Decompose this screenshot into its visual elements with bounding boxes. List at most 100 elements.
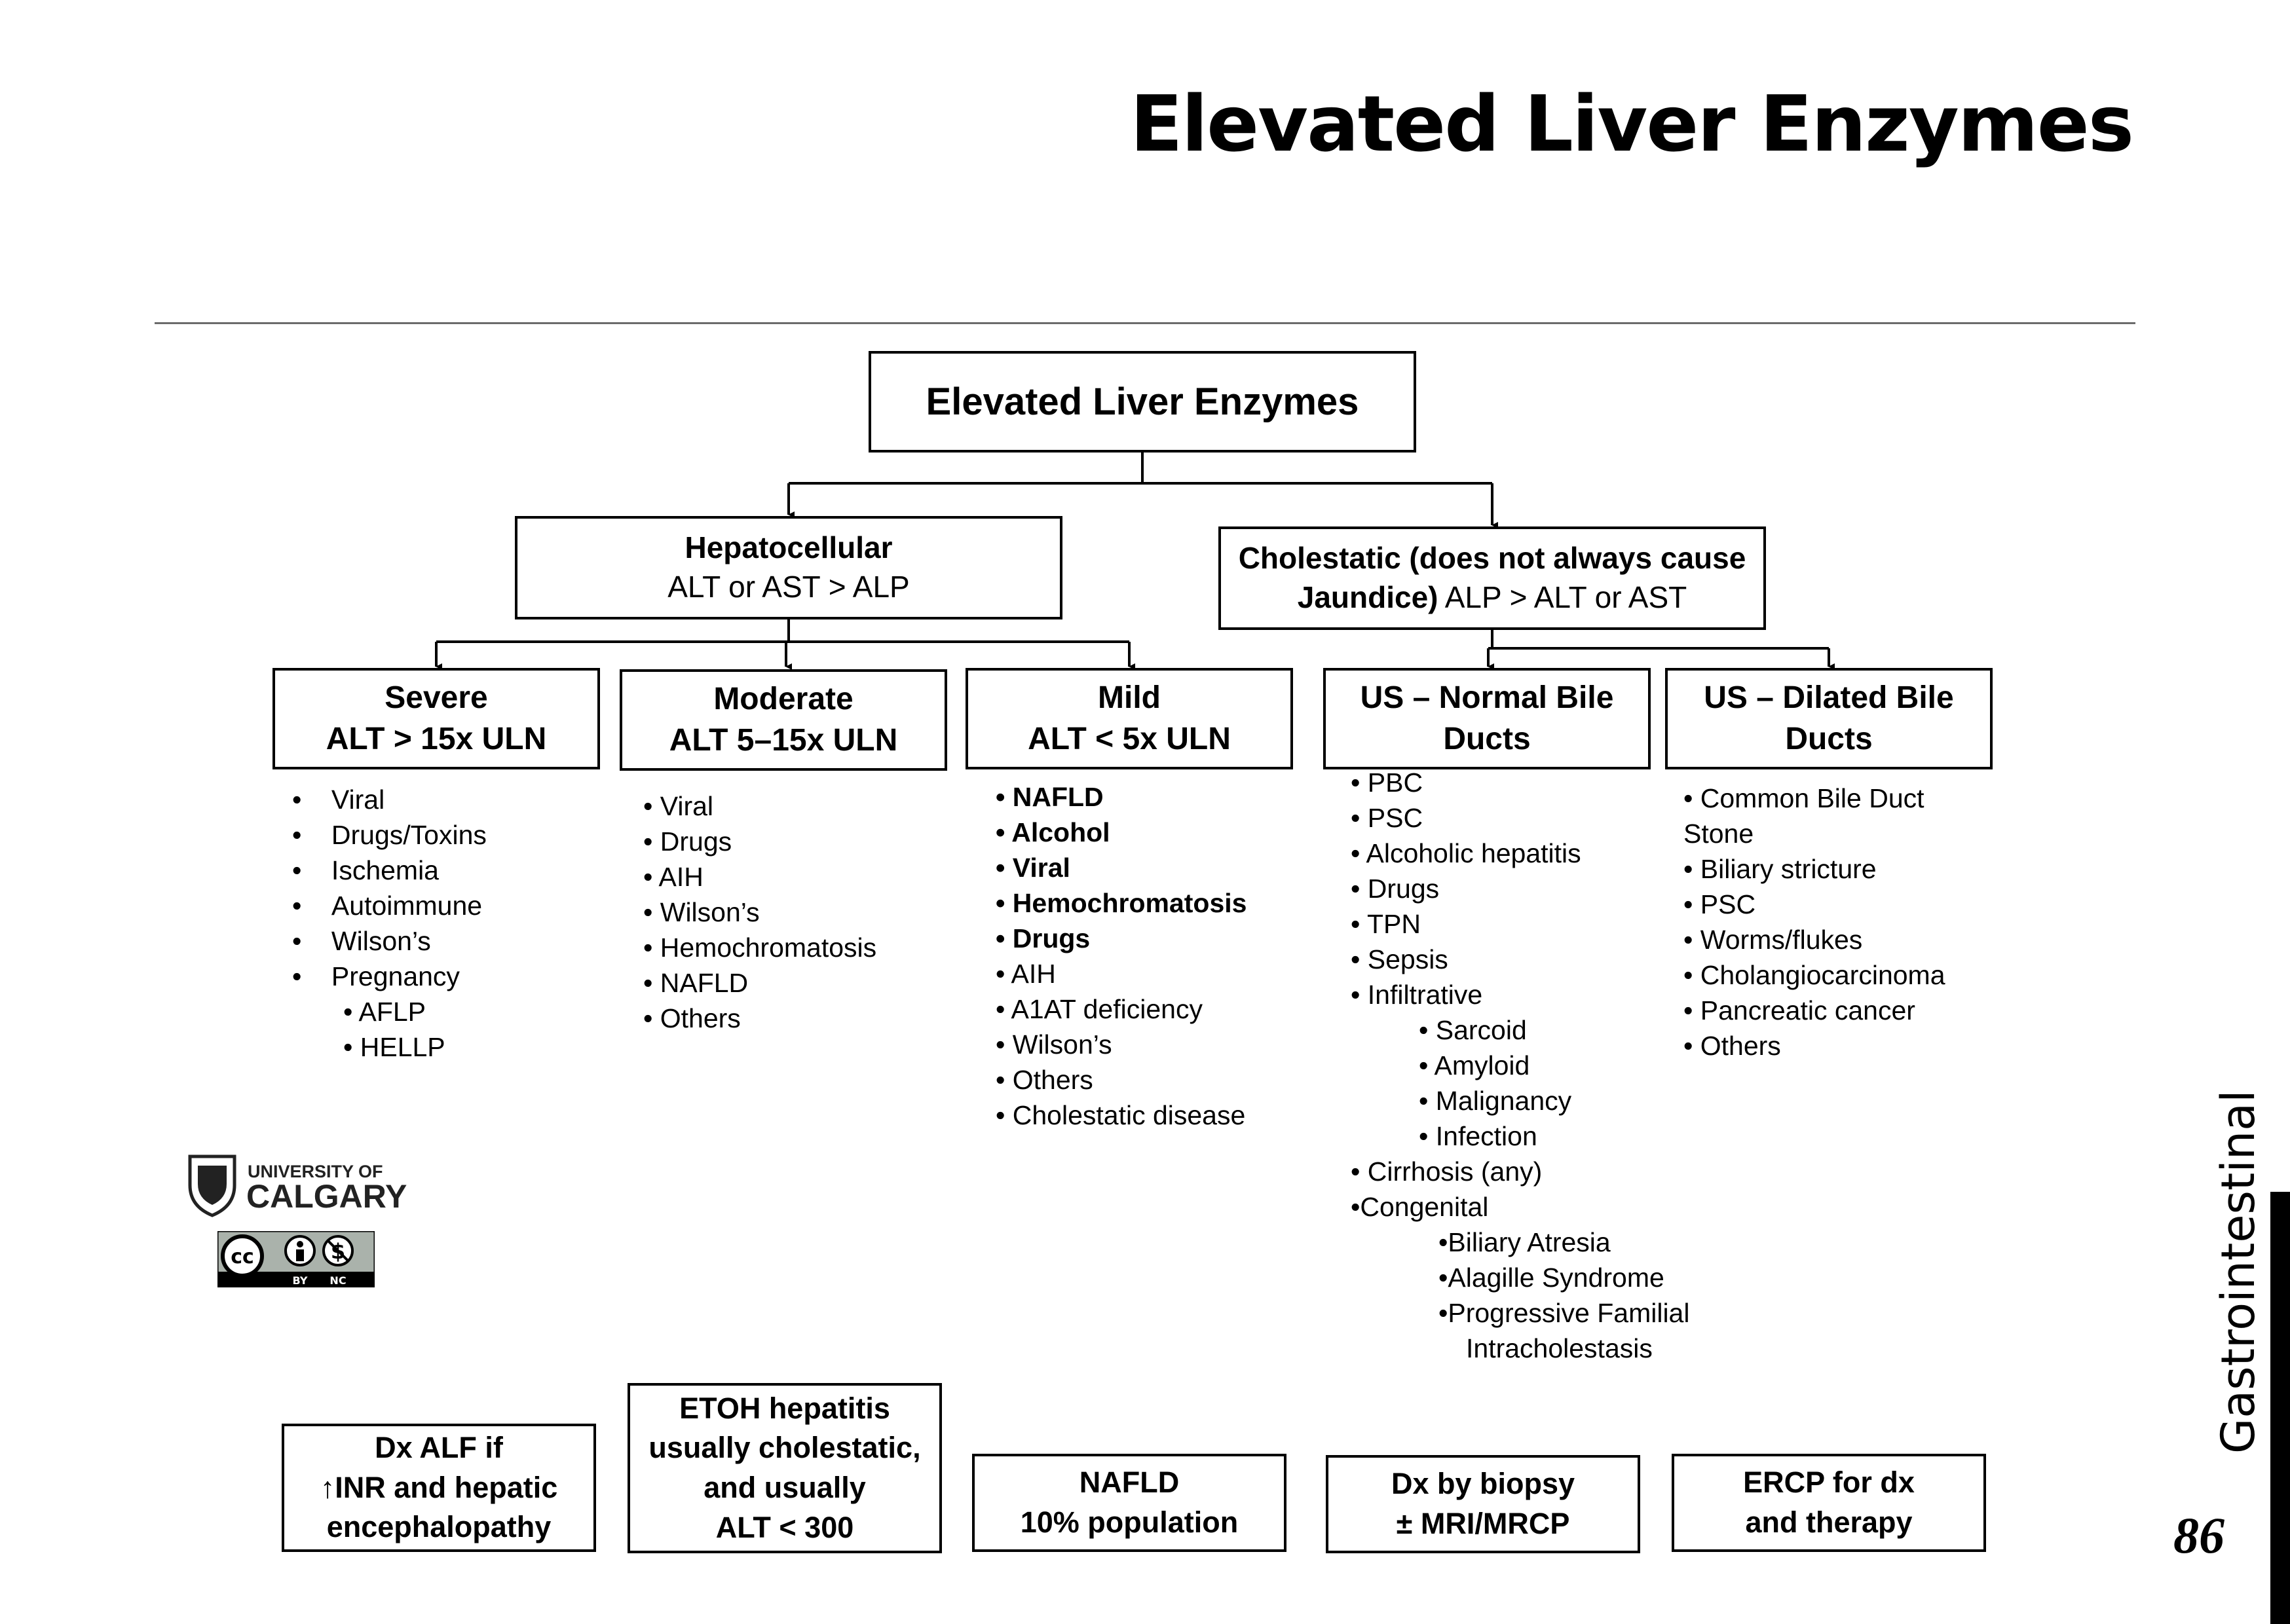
us-normal-node: US – Normal Bile Ducts bbox=[1323, 668, 1651, 769]
cholestatic-title: Cholestatic (does not always cause bbox=[1238, 541, 1746, 576]
moderate-node: Moderate ALT 5–15x ULN bbox=[620, 669, 947, 771]
mild-title: Mild bbox=[1098, 680, 1161, 716]
cc-license-badge: cc $ BY NC bbox=[216, 1230, 376, 1291]
list-item: • PBC bbox=[1351, 767, 1423, 798]
mild-node: Mild ALT < 5x ULN bbox=[966, 668, 1293, 769]
list-item: • Drugs bbox=[643, 826, 732, 857]
list-item: • Drugs bbox=[996, 923, 1091, 953]
list-item: • Pancreatic cancer bbox=[1683, 995, 1915, 1025]
list-item: • Sepsis bbox=[1351, 944, 1448, 974]
list-item: • Sarcoid bbox=[1419, 1015, 1527, 1045]
note-line: encephalopathy bbox=[326, 1510, 552, 1544]
us-dilated-title: US – Dilated Bile bbox=[1704, 680, 1954, 716]
list-item: • AIH bbox=[996, 959, 1056, 989]
list-item: • AIH bbox=[643, 862, 704, 892]
list-item: • A1AT deficiency bbox=[996, 994, 1203, 1024]
list-item: Stone bbox=[1683, 819, 1754, 849]
list-item: • NAFLD bbox=[996, 782, 1104, 812]
list-item: • Cirrhosis (any) bbox=[1351, 1156, 1543, 1187]
severe-criterion: ALT > 15x ULN bbox=[326, 721, 547, 756]
list-item: • Hemochromatosis bbox=[996, 888, 1247, 918]
cholestatic-criterion: ALP > ALT or AST bbox=[1444, 580, 1687, 614]
cholestatic-title-end: Jaundice) bbox=[1297, 580, 1438, 614]
note-line: NAFLD bbox=[1079, 1466, 1180, 1500]
note-line: Dx ALF if bbox=[375, 1430, 503, 1464]
list-item: • Infiltrative bbox=[1351, 980, 1483, 1010]
moderate-note: ETOH hepatitis usually cholestatic, and … bbox=[628, 1383, 942, 1553]
list-item: • Common Bile Duct bbox=[1683, 783, 1924, 813]
list-item: • Drugs/Toxins bbox=[292, 820, 487, 850]
list-item: • Cholangiocarcinoma bbox=[1683, 960, 1945, 990]
list-item: • PSC bbox=[1683, 889, 1756, 919]
mild-criterion: ALT < 5x ULN bbox=[1028, 721, 1231, 756]
list-item: • AFLP bbox=[343, 997, 426, 1027]
note-line: ERCP for dx bbox=[1743, 1466, 1915, 1500]
list-item: • Ischemia bbox=[292, 855, 439, 885]
list-item: • Pregnancy bbox=[292, 961, 460, 991]
list-item: • Worms/flukes bbox=[1683, 925, 1863, 955]
list-item: • Others bbox=[996, 1065, 1093, 1095]
svg-text:cc: cc bbox=[231, 1246, 254, 1268]
list-item: • PSC bbox=[1351, 803, 1423, 833]
shield-icon: UNIVERSITY OF CALGARY bbox=[188, 1154, 407, 1217]
moderate-title: Moderate bbox=[713, 682, 854, 717]
license-by: BY bbox=[293, 1274, 308, 1287]
note-line: ETOH hepatitis bbox=[679, 1391, 890, 1425]
list-item: • Viral bbox=[292, 784, 385, 815]
list-item: • Viral bbox=[643, 791, 714, 821]
list-item: • Wilson’s bbox=[643, 897, 760, 927]
logo-line2: CALGARY bbox=[246, 1178, 407, 1215]
list-item: • Malignancy bbox=[1419, 1086, 1572, 1116]
list-item: • Viral bbox=[996, 853, 1070, 883]
severe-title: Severe bbox=[385, 680, 488, 716]
us-normal-title: US – Normal Bile bbox=[1360, 680, 1614, 716]
list-item: • HELLP bbox=[343, 1032, 445, 1062]
root-node: Elevated Liver Enzymes bbox=[869, 351, 1416, 452]
cholestatic-line2: Jaundice) ALP > ALT or AST bbox=[1298, 578, 1687, 618]
list-item: Intracholestasis bbox=[1466, 1333, 1653, 1363]
page-title: Elevated Liver Enzymes bbox=[1130, 79, 2134, 169]
header-rule bbox=[155, 322, 2135, 324]
section-tab-bar bbox=[2270, 1192, 2290, 1624]
dilated-ducts-note: ERCP for dx and therapy bbox=[1672, 1454, 1986, 1552]
list-item: • Hemochromatosis bbox=[643, 932, 877, 963]
list-item: • Alcoholic hepatitis bbox=[1351, 838, 1581, 868]
normal-ducts-note: Dx by biopsy ± MRI/MRCP bbox=[1326, 1455, 1640, 1553]
list-item: •Congenital bbox=[1351, 1192, 1489, 1222]
list-item: •Alagille Syndrome bbox=[1438, 1263, 1664, 1293]
list-item: • TPN bbox=[1351, 909, 1421, 939]
severe-note: Dx ALF if ↑INR and hepatic encephalopath… bbox=[282, 1424, 596, 1552]
list-item: •Biliary Atresia bbox=[1438, 1227, 1611, 1257]
university-logo: UNIVERSITY OF CALGARY bbox=[187, 1153, 410, 1221]
hepatocellular-criterion: ALT or AST > ALP bbox=[667, 570, 910, 604]
section-label: Gastrointestinal bbox=[2211, 1090, 2265, 1454]
hepatocellular-node: Hepatocellular ALT or AST > ALP bbox=[515, 516, 1062, 619]
list-item: • Others bbox=[643, 1003, 741, 1033]
note-line: 10% population bbox=[1020, 1505, 1239, 1539]
cholestatic-node: Cholestatic (does not always cause Jaund… bbox=[1218, 526, 1766, 630]
mild-note: NAFLD 10% population bbox=[972, 1454, 1286, 1552]
note-line: ± MRI/MRCP bbox=[1396, 1507, 1570, 1540]
hepatocellular-title: Hepatocellular bbox=[685, 530, 893, 565]
moderate-criterion: ALT 5–15x ULN bbox=[669, 722, 898, 758]
note-line: ↑INR and hepatic bbox=[320, 1470, 558, 1504]
normal-ducts-causes-list: • PBC • PSC • Alcoholic hepatitis • Drug… bbox=[1351, 765, 1689, 1366]
page-number: 86 bbox=[2173, 1507, 2224, 1564]
dilated-ducts-causes-list: • Common Bile Duct Stone • Biliary stric… bbox=[1683, 781, 1945, 1063]
note-line: and therapy bbox=[1745, 1505, 1913, 1539]
list-item: • Autoimmune bbox=[292, 891, 483, 921]
mild-causes-list: • NAFLD • Alcohol • Viral • Hemochromato… bbox=[996, 779, 1247, 1133]
note-line: ALT < 300 bbox=[715, 1510, 854, 1544]
moderate-causes-list: • Viral • Drugs • AIH • Wilson’s • Hemoc… bbox=[643, 788, 876, 1036]
us-normal-title-end: Ducts bbox=[1443, 721, 1531, 756]
list-item: • Others bbox=[1683, 1031, 1781, 1061]
us-dilated-title-end: Ducts bbox=[1785, 721, 1873, 756]
list-item: • NAFLD bbox=[643, 968, 749, 998]
list-item: • Infection bbox=[1419, 1121, 1537, 1151]
list-item: •Progressive Familial bbox=[1438, 1298, 1690, 1328]
note-line: usually cholestatic, bbox=[648, 1431, 921, 1465]
list-item: • Biliary stricture bbox=[1683, 854, 1877, 884]
list-item: • Wilson’s bbox=[292, 926, 431, 956]
list-item: • Drugs bbox=[1351, 874, 1440, 904]
